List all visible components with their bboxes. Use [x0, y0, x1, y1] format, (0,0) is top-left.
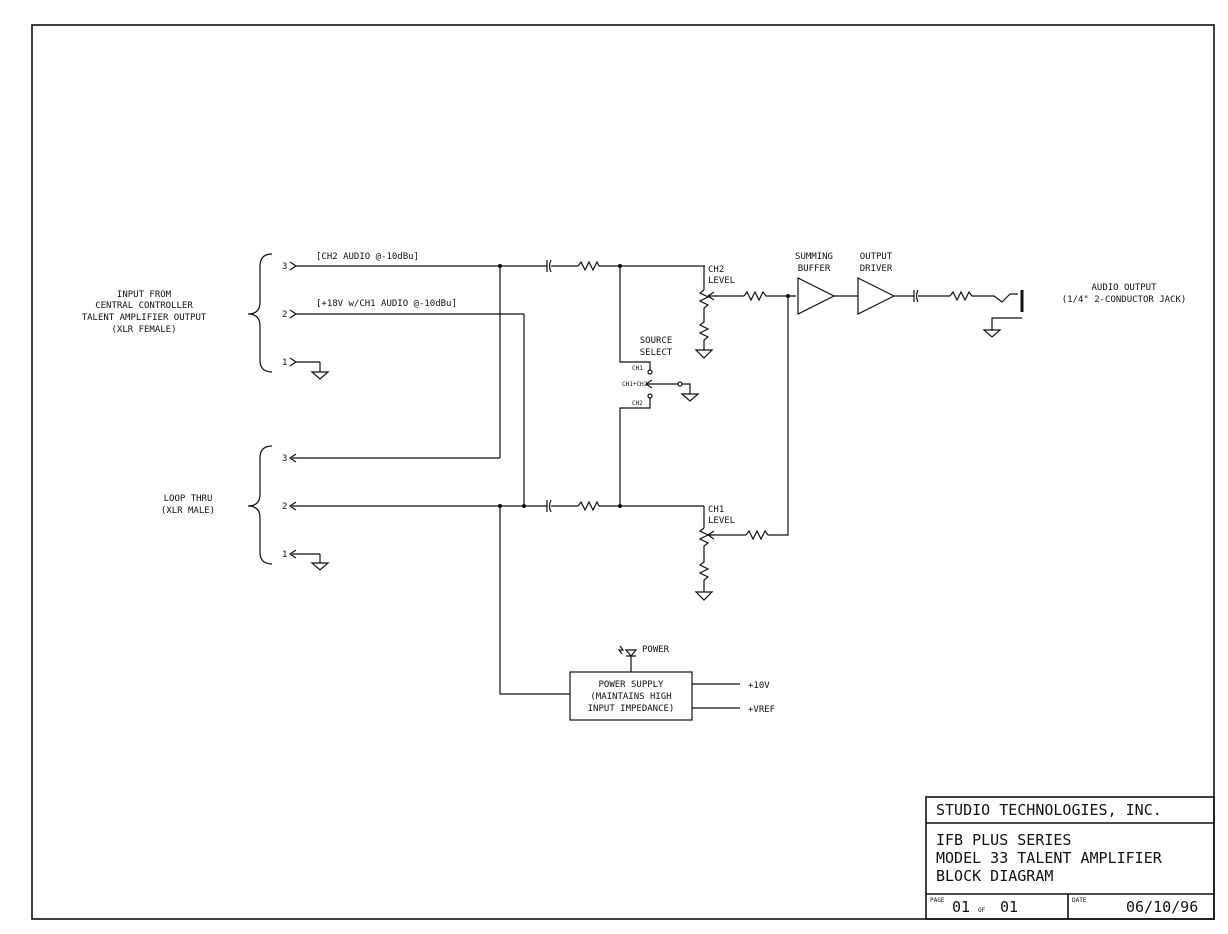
input-pin-1: 1 — [282, 358, 287, 368]
ground-icon — [982, 293, 1022, 338]
date-label: DATE — [1072, 897, 1087, 904]
title-block: STUDIO TECHNOLOGIES, INC. IFB PLUS SERIE… — [925, 796, 1215, 920]
input-pin-3: 3 — [282, 262, 287, 272]
input-title-4: (XLR FEMALE) — [111, 325, 176, 335]
page-number: 01 — [952, 898, 970, 916]
input-title-2: CENTRAL CONTROLLER — [95, 301, 193, 311]
ch1-wiper-arrow — [707, 530, 746, 540]
summing-buffer-label-1: SUMMING — [795, 252, 833, 262]
pin3-signal-label: [CH2 AUDIO @-10dBu] — [316, 252, 419, 262]
loop-thru-connector: LOOP THRU (XLR MALE) 3 2 1 — [161, 445, 297, 565]
capacitor-icon — [544, 499, 578, 513]
switch-pos-ch1: CH1 — [632, 365, 643, 372]
audio-output-label-1: AUDIO OUTPUT — [1091, 283, 1157, 293]
ch1-level-label-1: CH1 — [708, 505, 724, 515]
power-supply-label-2: (MAINTAINS HIGH — [590, 692, 671, 702]
ch1-level-label-2: LEVEL — [708, 516, 735, 526]
power-led-icon — [624, 649, 638, 672]
ch2-level-pot-icon — [698, 289, 710, 350]
source-select-label-2: SELECT — [640, 348, 673, 358]
junction-dot — [498, 264, 502, 268]
switch-ch1-wire — [619, 266, 651, 370]
output-driver-label-2: DRIVER — [860, 264, 893, 274]
rail-10v-label: +10V — [748, 681, 770, 691]
power-led-label: POWER — [642, 645, 670, 655]
ground-icon — [694, 349, 714, 359]
summing-buffer-label-2: BUFFER — [798, 264, 831, 274]
resistor-icon — [577, 500, 704, 512]
ground-icon — [680, 383, 700, 402]
switch-ch2-wire — [619, 398, 651, 506]
input-title-3: TALENT AMPLIFIER OUTPUT — [82, 313, 207, 323]
ch2-level-label-2: LEVEL — [708, 276, 735, 286]
ground-icon — [694, 591, 714, 601]
switch-contact-icon — [647, 393, 653, 399]
switch-pos-ch2: CH2 — [632, 400, 643, 407]
resistor-icon — [745, 296, 789, 541]
junction-dot — [618, 504, 622, 508]
drawing-title-3: BLOCK DIAGRAM — [936, 867, 1053, 885]
output-driver-amp-icon — [857, 277, 896, 315]
capacitor-icon — [542, 259, 578, 273]
ch1-level-pot-icon — [698, 527, 710, 592]
switch-pos-ch1ch2: CH1+CH2 — [622, 381, 648, 388]
audio-output-label-2: (1/4" 2-CONDUCTOR JACK) — [1062, 295, 1187, 305]
capacitor-icon — [894, 289, 950, 303]
loop-pin-2: 2 — [282, 502, 287, 512]
loop-pin-3: 3 — [282, 454, 287, 464]
loop-title-1: LOOP THRU — [164, 494, 213, 504]
page-of-label: OF — [978, 907, 986, 914]
loop-title-2: (XLR MALE) — [161, 506, 215, 516]
resistor-icon — [577, 260, 700, 272]
drawing-title-2: MODEL 33 TALENT AMPLIFIER — [936, 849, 1163, 867]
page-label: PAGE — [930, 897, 945, 904]
drawing-date: 06/10/96 — [1126, 898, 1198, 916]
ground-icon — [310, 554, 330, 571]
resistor-icon — [743, 290, 796, 302]
led-light-icon — [617, 645, 625, 655]
page-total: 01 — [1000, 898, 1018, 916]
ch2-level-label-1: CH2 — [708, 265, 724, 275]
title-block-border — [925, 796, 1215, 920]
drawing-border — [31, 24, 1215, 920]
power-supply-label-1: POWER SUPPLY — [598, 680, 664, 690]
source-select-label-1: SOURCE — [640, 336, 673, 346]
switch-common-arrow — [645, 379, 653, 389]
rail-vref-label: +VREF — [748, 705, 775, 715]
input-title-1: INPUT FROM — [117, 290, 172, 300]
power-supply-label-3: INPUT IMPEDANCE) — [588, 704, 675, 714]
switch-contact-icon — [647, 369, 653, 375]
drawing-title-1: IFB PLUS SERIES — [936, 831, 1071, 849]
ch2-wiper-arrow — [707, 291, 744, 301]
power-feed-wire — [499, 506, 570, 695]
pin2-signal-label: [+18V w/CH1 AUDIO @-10dBu] — [316, 299, 457, 309]
summing-buffer-amp-icon — [797, 277, 836, 315]
junction-dot — [522, 504, 526, 508]
input-connector: INPUT FROM CENTRAL CONTROLLER TALENT AMP… — [82, 252, 457, 373]
resistor-icon — [949, 290, 1011, 303]
company-name: STUDIO TECHNOLOGIES, INC. — [936, 801, 1162, 819]
loop-pin-1: 1 — [282, 550, 287, 560]
switch-contact-icon — [677, 381, 683, 387]
ground-icon — [310, 362, 330, 380]
output-driver-label-1: OUTPUT — [860, 252, 893, 262]
input-pin-2: 2 — [282, 310, 287, 320]
